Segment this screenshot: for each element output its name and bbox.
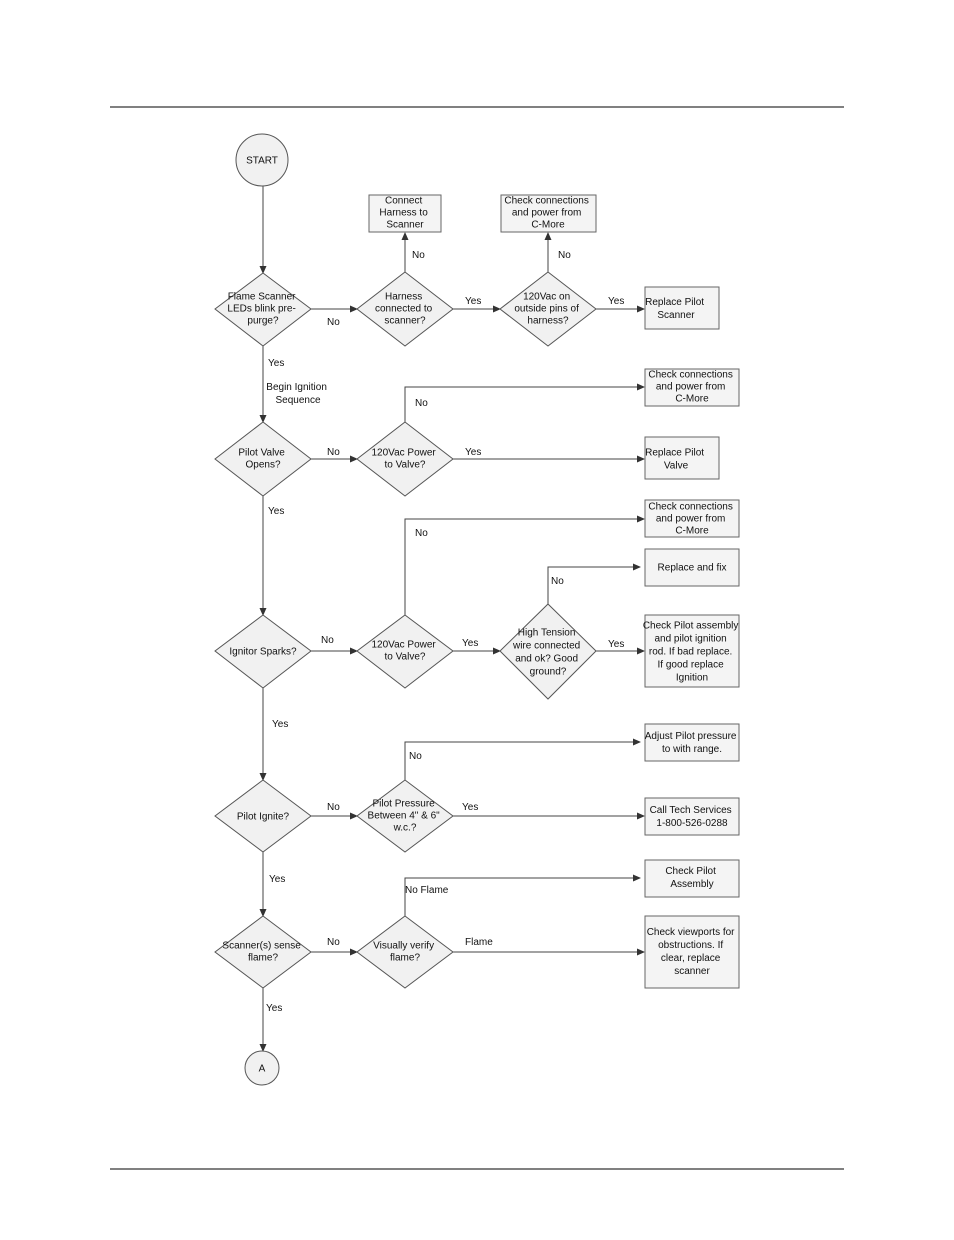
label-flame: Flame [465, 937, 493, 948]
label-valve2-yes: Yes [462, 638, 478, 649]
label-valve1-yes: Yes [465, 447, 481, 458]
label-scanner-no: No [327, 937, 340, 948]
box-call-tech-services [644, 797, 740, 836]
label-harness-no: No [412, 250, 425, 261]
decision-120vac-outside [499, 271, 597, 347]
text-pilot-valve: Pilot Valve Opens? [238, 448, 287, 471]
label-hightension-yes: Yes [608, 639, 624, 650]
label-pilotignite-no: No [327, 802, 340, 813]
box-adjust-pilot-pressure [644, 723, 740, 762]
decision-ignitor-sparks [214, 614, 312, 689]
edge-visual-to-checkpilot [404, 874, 641, 916]
decision-120vac-valve-1 [356, 421, 454, 497]
decision-pilot-valve [214, 421, 312, 497]
edge-valve1-to-checkconn2 [404, 383, 645, 422]
label-outside-yes: Yes [608, 296, 624, 307]
box-check-pilot-assembly [644, 859, 740, 898]
text-ignitor-sparks: Ignitor Sparks? [229, 647, 297, 658]
text-replace-pilot-valve: Replace Pilot Valve [645, 448, 707, 472]
label-led-no: No [327, 317, 340, 328]
decision-scanner-sense [214, 915, 312, 989]
connector-a [244, 1050, 280, 1086]
text-120vac-outside: 120Vac on outside pins of harness? [514, 292, 581, 327]
text-a: A [259, 1064, 266, 1075]
text-replace-pilot-scanner: Replace Pilot Scanner [645, 297, 707, 321]
start-terminal [235, 133, 289, 187]
text-high-tension: High Tension wire connected and ok? Good… [512, 628, 583, 678]
box-check-connections-1 [500, 194, 597, 233]
text-visual-verify: Visually verify flame? [373, 941, 437, 964]
label-pilotignite-yes: Yes [269, 874, 285, 885]
decision-led-blink [214, 272, 312, 347]
decision-high-tension [499, 603, 597, 700]
shapes [214, 133, 740, 1086]
text-pilot-pressure: Pilot Pressure Between 4" & 6" w.c.? [368, 799, 443, 834]
text-adjust-pilot-pressure: Adjust Pilot pressure to with range. [645, 731, 740, 755]
text-check-connections-2: Check connections and power from C-More [648, 370, 735, 405]
label-outside-no: No [558, 250, 571, 261]
label-pressure-no: No [409, 751, 422, 762]
label-scanner-yes: Yes [266, 1003, 282, 1014]
text-start: START [246, 156, 278, 167]
box-replace-pilot-scanner [644, 286, 720, 330]
node-texts: START A Flame Scanner LEDs blink pre- pu… [222, 156, 741, 1075]
label-begin-ignition: Begin Ignition Sequence [266, 382, 329, 406]
text-led-blink: Flame Scanner LEDs blink pre- purge? [227, 292, 298, 327]
text-call-tech-services: Call Tech Services 1-800-526-0288 [650, 805, 735, 829]
decision-120vac-valve-2 [356, 614, 454, 689]
label-pilotvalve-no: No [327, 447, 340, 458]
label-no-flame: No Flame [405, 885, 449, 896]
edge-hightension-to-replacefix [547, 563, 641, 604]
text-check-pilot-assembly: Check Pilot Assembly [665, 866, 718, 890]
text-check-viewports: Check viewports for obstructions. If cle… [647, 927, 738, 977]
edge-labels: Yes Begin Ignition Sequence No No Yes No… [266, 250, 624, 1014]
text-check-pilot-assembly-rod: Check Pilot assembly and pilot ignition … [643, 621, 741, 684]
text-pilot-ignite: Pilot Ignite? [237, 812, 290, 823]
text-check-connections-1: Check connections and power from C-More [504, 196, 591, 231]
box-check-viewports [644, 915, 740, 989]
decision-harness [356, 271, 454, 347]
label-pilotvalve-yes: Yes [268, 506, 284, 517]
decision-pilot-pressure [356, 779, 454, 853]
edge-valve2-to-checkconn3 [404, 515, 645, 615]
box-replace-pilot-valve [644, 436, 720, 480]
label-pressure-yes: Yes [462, 802, 478, 813]
decision-visual-verify [356, 915, 454, 989]
text-120vac-valve-2: 120Vac Power to Valve? [371, 640, 438, 663]
box-connect-harness [368, 194, 442, 233]
text-harness: Harness connected to scanner? [375, 292, 435, 327]
box-check-connections-2 [644, 368, 740, 407]
box-replace-and-fix [644, 548, 740, 587]
box-check-pilot-assembly-rod [644, 614, 740, 688]
label-ignitor-yes: Yes [272, 719, 288, 730]
label-led-yes: Yes [268, 358, 284, 369]
label-harness-yes: Yes [465, 296, 481, 307]
label-hightension-no: No [551, 576, 564, 587]
text-connect-harness: Connect Harness to Scanner [379, 196, 430, 231]
label-ignitor-no: No [321, 635, 334, 646]
label-valve1-no: No [415, 398, 428, 409]
box-check-connections-3 [644, 499, 740, 538]
edges [259, 186, 645, 1052]
label-valve2-no: No [415, 528, 428, 539]
text-check-connections-3: Check connections and power from C-More [648, 502, 735, 537]
text-scanner-sense: Scanner(s) sense flame? [222, 941, 303, 964]
text-replace-and-fix: Replace and fix [658, 563, 727, 574]
decision-pilot-ignite [214, 779, 312, 853]
text-120vac-valve-1: 120Vac Power to Valve? [371, 448, 438, 471]
edge-pressure-to-adjust [404, 738, 641, 780]
